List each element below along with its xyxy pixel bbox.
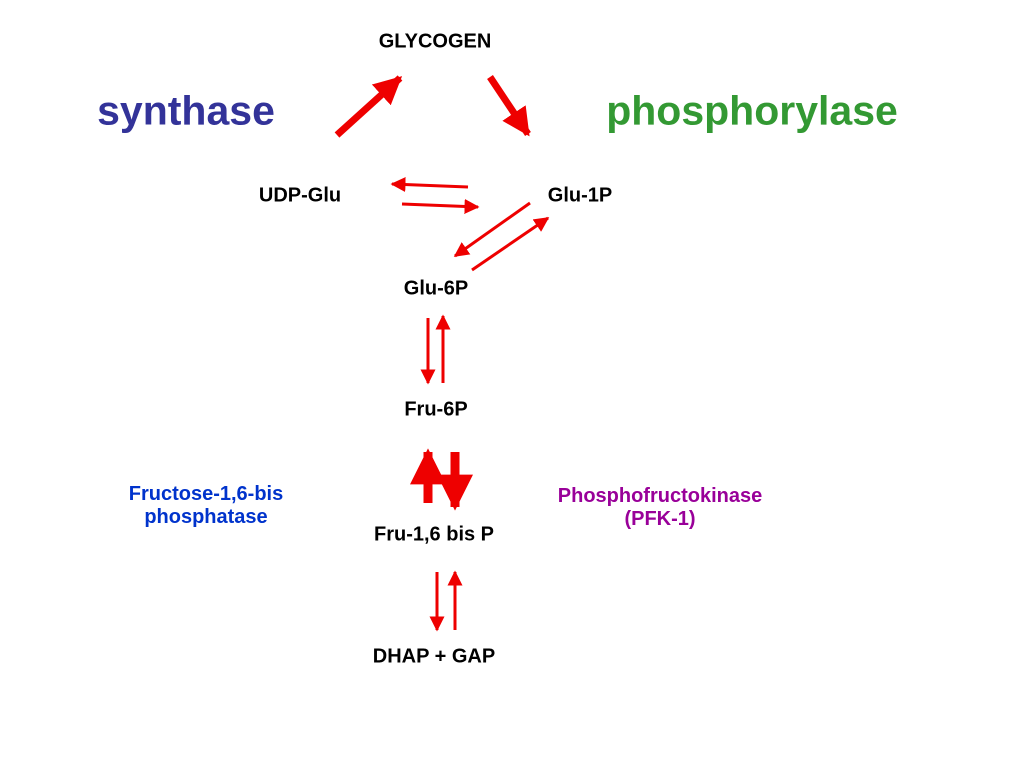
fbpase-label-line2: phosphatase bbox=[144, 506, 268, 528]
udpglu-to-glu1p-arrow bbox=[401, 198, 480, 214]
glu-1p-label: Glu-1P bbox=[547, 184, 613, 207]
fbpase-label: Fructose-1,6-bis phosphatase bbox=[129, 483, 283, 529]
dhap-gap-label: DHAP + GAP bbox=[372, 645, 496, 668]
glycogen-label: GLYCOGEN bbox=[378, 30, 492, 53]
fru-6p-label: Fru-6P bbox=[404, 398, 468, 421]
udp-glu-label: UDP-Glu bbox=[258, 184, 342, 207]
pfk-label: Phosphofructokinase (PFK-1) bbox=[558, 485, 762, 531]
glu1p-to-udpglu-arrow bbox=[390, 177, 469, 193]
fru-16bp-label: Fru-1,6 bis P bbox=[373, 523, 495, 546]
phosphorylase-label: phosphorylase bbox=[606, 87, 898, 134]
synthase-arrow bbox=[334, 75, 403, 138]
glu-6p-label: Glu-6P bbox=[403, 277, 469, 300]
pfk-label-line2: (PFK-1) bbox=[624, 508, 696, 530]
synthase-label: synthase bbox=[97, 87, 275, 134]
phosphorylase-arrow bbox=[487, 75, 531, 137]
glu6p-to-glu1p-arrow bbox=[471, 216, 550, 272]
glu1p-to-glu6p-arrow bbox=[453, 201, 531, 258]
pfk-label-line1: Phosphofructokinase bbox=[557, 485, 763, 507]
fbpase-label-line1: Fructose-1,6-bis bbox=[128, 483, 284, 505]
